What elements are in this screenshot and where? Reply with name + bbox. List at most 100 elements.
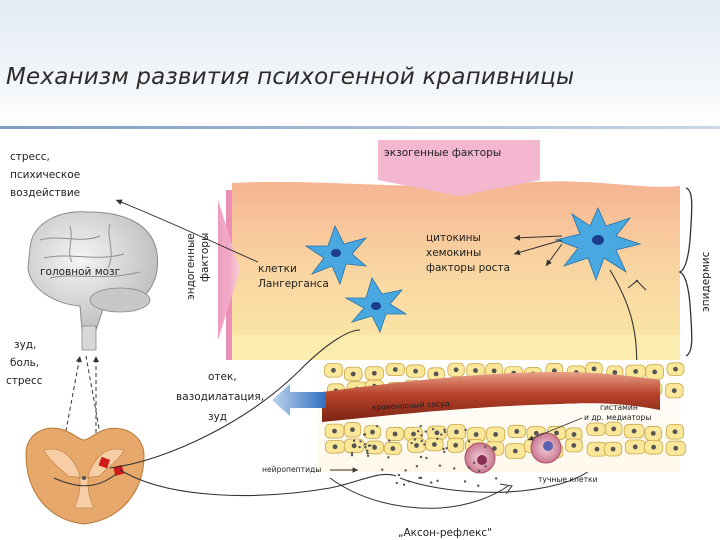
- neuropeptide-dot: [375, 424, 379, 428]
- neuropeptide-dot: [364, 445, 367, 449]
- blood-vessel: кровеносный сосуд: [322, 372, 660, 422]
- stress-label-1: стресс,: [10, 151, 50, 163]
- tissue-cell-nucleus: [533, 430, 539, 436]
- tissue-cell-nucleus: [571, 443, 577, 448]
- axon-reflex-tip: [499, 483, 513, 495]
- nerve-fiber-upper: [109, 329, 361, 469]
- epidermis-bracket: эпидермис: [678, 187, 712, 357]
- histamine-label-2: и др. медиаторы: [584, 413, 651, 422]
- tissue-cell-nucleus: [633, 369, 639, 374]
- tissue-cell-nucleus: [350, 371, 356, 377]
- title-band: [0, 0, 720, 128]
- neuropeptide-dot: [387, 439, 391, 442]
- histamine-arrow: [527, 417, 583, 441]
- neuropeptide-dot: [381, 468, 384, 471]
- neuropeptide-dot: [359, 440, 362, 443]
- neuropeptide-dot: [423, 443, 426, 446]
- neuropeptide-dot: [494, 477, 498, 480]
- neuropeptide-dot: [372, 444, 376, 447]
- neuropeptide-dot: [436, 437, 439, 441]
- neuropeptides-label: нейропептиды: [262, 465, 321, 474]
- tissue-cell-nucleus: [454, 429, 459, 435]
- neuropeptide-dot: [366, 452, 369, 455]
- neuropeptide-dot: [453, 467, 456, 470]
- neuropeptide-dot: [363, 433, 366, 436]
- edema-label-3: зуд: [208, 411, 227, 423]
- neuropeptide-dot: [484, 465, 487, 468]
- mediator-arrows: [513, 234, 563, 267]
- neuropeptide-dot: [467, 466, 471, 469]
- neuropeptide-dot: [477, 484, 480, 487]
- epidermis-layer: [232, 181, 680, 360]
- endogenous-label-2: факторы: [199, 233, 211, 282]
- nerve-ending: [627, 279, 647, 291]
- neuropeptide-dot: [404, 469, 407, 472]
- exogenous-banner: экзогенные факторы: [378, 140, 540, 196]
- tissue-cell-nucleus: [491, 446, 497, 451]
- cytokines-label: цитокины: [426, 232, 481, 244]
- tissue-cell-nucleus: [434, 430, 440, 436]
- neuropeptide-dot: [438, 464, 442, 467]
- tissue-cell-nucleus: [331, 367, 336, 373]
- neuropeptide-dot: [415, 465, 419, 468]
- tissue-cell-nucleus: [392, 431, 398, 437]
- tissue-cell-nucleus: [673, 445, 679, 451]
- brain-label: головной мозг: [40, 266, 120, 278]
- tissue-cell-nucleus: [571, 432, 577, 437]
- tissue-cell-nucleus: [431, 442, 437, 447]
- growth-factors-label: факторы роста: [426, 262, 510, 274]
- tissue-cell-nucleus: [632, 444, 638, 450]
- chemokines-label: хемокины: [426, 247, 481, 259]
- title-rule: [0, 126, 720, 129]
- neuropeptide-dot: [366, 449, 369, 452]
- neuropeptide-dot: [484, 445, 487, 448]
- neuropeptide-dot: [443, 428, 446, 431]
- tissue-cell-nucleus: [392, 367, 398, 372]
- neuropeptide-dot: [440, 433, 443, 436]
- neuropeptide-dot: [472, 461, 476, 465]
- tissue-cell-nucleus: [671, 388, 677, 394]
- slide-title: Механизм развития психогенной крапивницы: [6, 64, 575, 90]
- tissue-cell-nucleus: [611, 426, 617, 432]
- neuropeptide-dot: [407, 480, 410, 483]
- axon-reflex-label: „Аксон-рефлекс": [398, 527, 492, 539]
- tissue-cell-nucleus: [453, 367, 459, 373]
- tissue-cell-nucleus: [371, 370, 377, 376]
- tissue-cell-nucleus: [411, 431, 416, 437]
- brain: [27, 211, 158, 351]
- tissue-cell-nucleus: [350, 427, 355, 433]
- tissue-cell-nucleus: [413, 368, 418, 374]
- neuropeptide-dot: [353, 443, 357, 446]
- tissue-cell-nucleus: [651, 444, 657, 450]
- tissue-cell-nucleus: [650, 431, 656, 436]
- tissue-cell-nucleus: [591, 366, 597, 372]
- neuropeptide-dot: [443, 430, 447, 434]
- endogenous-label-1: эндогенные: [185, 233, 197, 300]
- tissue-cell-nucleus: [332, 428, 337, 434]
- langerhans-label-2: Лангерганса: [258, 278, 329, 290]
- neuropeptide-dot: [366, 454, 370, 457]
- neuropeptide-dot: [431, 427, 435, 431]
- nerve-fiber-inner: [53, 473, 117, 487]
- edema-label-1: отек,: [208, 371, 237, 383]
- neuropeptide-dot: [464, 428, 467, 432]
- histamine-label-1: гистамин: [600, 403, 638, 412]
- tissue-cell-nucleus: [453, 442, 459, 448]
- itch-label-1: зуд,: [14, 339, 36, 351]
- neuropeptide-dot: [420, 434, 423, 437]
- neuropeptide-dot: [442, 447, 445, 451]
- neuropeptide-dot: [395, 481, 399, 485]
- neuropeptide-dot: [420, 439, 423, 443]
- tissue-cell-nucleus: [332, 444, 338, 450]
- neuropeptide-dot: [478, 469, 481, 473]
- endogenous-banner: эндогенные факторы: [185, 190, 240, 360]
- neuropeptide-dot: [467, 440, 471, 443]
- neuropeptide-dot: [410, 441, 413, 445]
- tissue-cell-nucleus: [673, 366, 678, 372]
- neuropeptide-dot: [445, 447, 448, 450]
- tissue-cell-nucleus: [612, 370, 618, 375]
- stress-arrow: [115, 199, 259, 263]
- tissue-cell-nucleus: [414, 443, 419, 448]
- tissue-cell-nucleus: [554, 430, 559, 436]
